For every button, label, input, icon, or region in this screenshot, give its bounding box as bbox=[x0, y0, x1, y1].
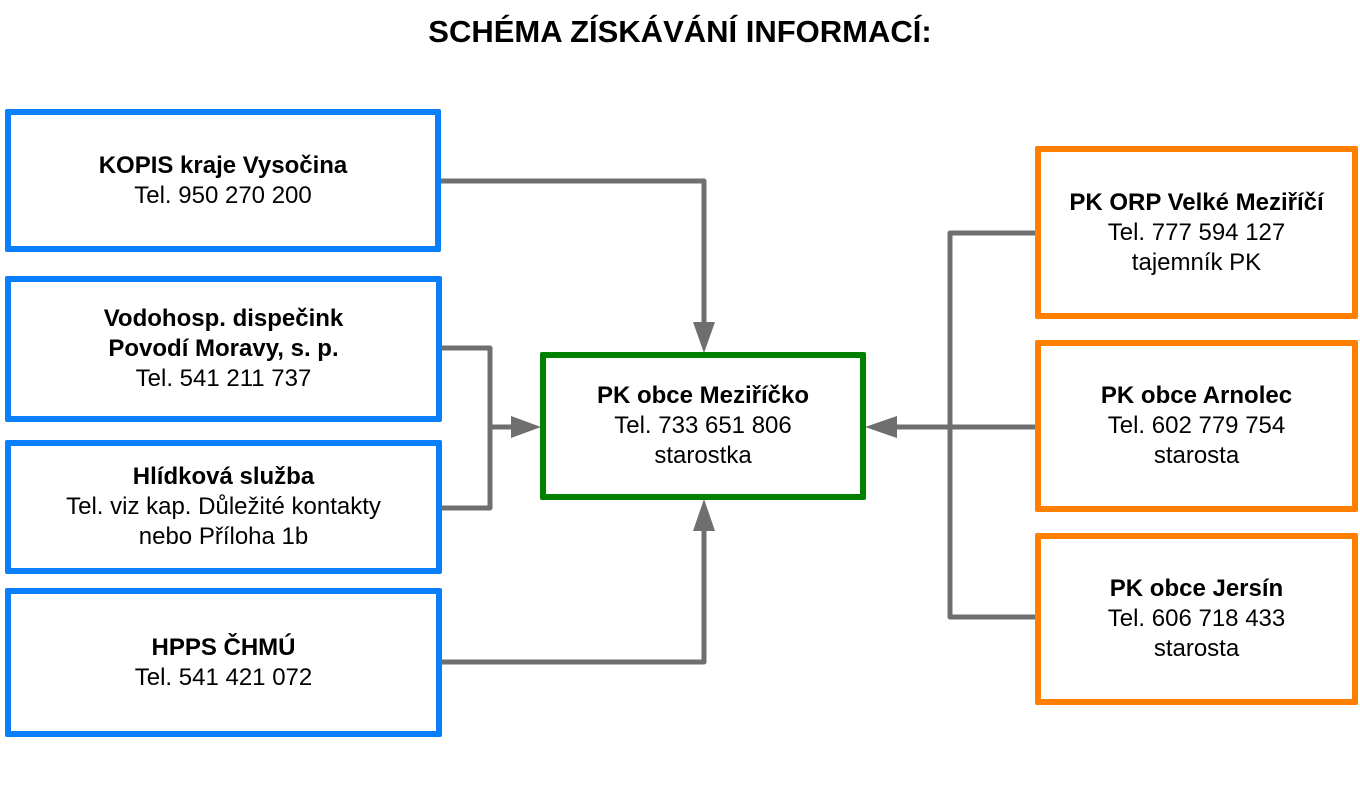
source-phone: Tel. 541 421 072 bbox=[134, 663, 313, 691]
source-phone: Tel. 950 270 200 bbox=[134, 181, 312, 209]
source-phone-line2: nebo Příloha 1b bbox=[138, 523, 309, 550]
peer-box-orp-velke-mezirici: PK ORP Velké Meziříčí Tel. 777 594 127 t… bbox=[1035, 146, 1358, 319]
arrowhead-top bbox=[693, 322, 715, 353]
source-name: HPPS ČHMÚ bbox=[151, 633, 296, 661]
peer-role: tajemník PK bbox=[1131, 248, 1262, 276]
source-name: Vodohosp. dispečink bbox=[103, 305, 344, 332]
arrowhead-right bbox=[865, 416, 897, 438]
diagram-title: SCHÉMA ZÍSKÁVÁNÍ INFORMACÍ: bbox=[428, 14, 932, 49]
source-name: KOPIS kraje Vysočina bbox=[98, 151, 348, 179]
peer-box-arnolec: PK obce Arnolec Tel. 602 779 754 starost… bbox=[1035, 340, 1358, 512]
center-name: PK obce Meziříčko bbox=[596, 382, 810, 409]
source-phone: Tel. viz kap. Důležité kontakty bbox=[66, 493, 381, 520]
peer-role: starosta bbox=[1153, 442, 1240, 469]
peer-phone: Tel. 602 779 754 bbox=[1107, 412, 1286, 439]
arrowhead-left bbox=[511, 416, 541, 438]
source-box-kopis: KOPIS kraje Vysočina Tel. 950 270 200 bbox=[5, 109, 441, 252]
center-box-mezíříčko: PK obce Meziříčko Tel. 733 651 806 staro… bbox=[540, 352, 866, 500]
peer-name: PK ORP Velké Meziříčí bbox=[1069, 188, 1324, 216]
peer-phone: Tel. 606 718 433 bbox=[1107, 605, 1286, 632]
connector-vodohosp bbox=[440, 345, 493, 511]
source-phone: Tel. 541 211 737 bbox=[135, 365, 312, 392]
center-role: starostka bbox=[654, 442, 752, 469]
peer-name: PK obce Jersín bbox=[1109, 575, 1284, 602]
connector-hpps bbox=[440, 527, 707, 665]
source-box-hpps: HPPS ČHMÚ Tel. 541 421 072 bbox=[5, 588, 442, 737]
source-name-line2: Povodí Moravy, s. p. bbox=[108, 335, 339, 362]
peer-box-jersin: PK obce Jersín Tel. 606 718 433 starosta bbox=[1035, 533, 1358, 705]
source-box-vodohosp: Vodohosp. dispečink Povodí Moravy, s. p.… bbox=[5, 276, 442, 422]
connector-kopis bbox=[440, 178, 707, 326]
center-phone: Tel. 733 651 806 bbox=[614, 412, 792, 439]
arrowhead-bottom bbox=[693, 499, 715, 531]
peer-role: starosta bbox=[1153, 635, 1240, 662]
source-name: Hlídková služba bbox=[132, 463, 315, 490]
source-box-hlidkova: Hlídková služba Tel. viz kap. Důležité k… bbox=[5, 440, 442, 574]
peer-name: PK obce Arnolec bbox=[1100, 382, 1293, 409]
peer-phone: Tel. 777 594 127 bbox=[1107, 218, 1286, 246]
